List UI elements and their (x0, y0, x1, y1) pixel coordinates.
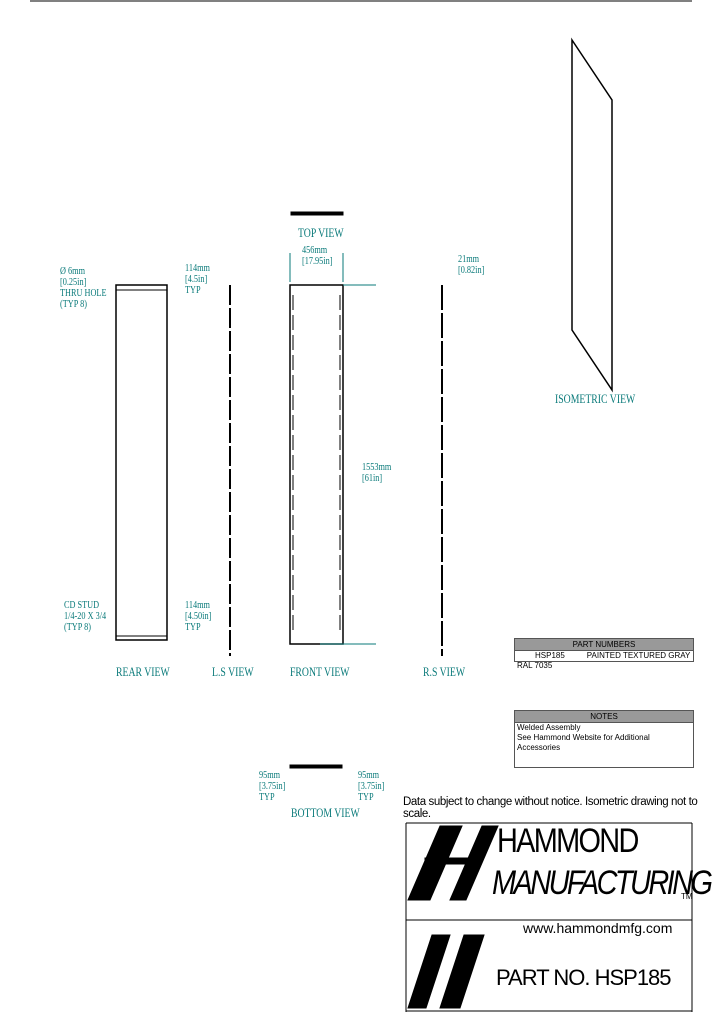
ls-view-label: L.S VIEW (212, 664, 254, 679)
part-number: PART NO. HSP185 (496, 965, 672, 990)
trademark: TM (681, 892, 693, 901)
ls-bottom-dimension: 114mm[4.50in]TYP (185, 599, 212, 633)
top-view-shape (290, 211, 344, 216)
bottom-right-dimension: 95mm[3.75in]TYP (358, 769, 385, 803)
hole-dimension: Ø 6mm[0.25in]THRU HOLE(TYP 8) (60, 265, 107, 310)
height-dimension: 1553mm[61in] (362, 461, 392, 484)
bottom-view-label: BOTTOM VIEW (291, 805, 360, 820)
rear-view-shape (115, 284, 168, 641)
isometric-view-shape (571, 37, 613, 393)
rs-view-label: R.S VIEW (423, 664, 466, 679)
bottom-view-shape (289, 764, 343, 769)
front-view-label: FRONT VIEW (290, 664, 350, 679)
bottom-left-dimension: 95mm[3.75in]TYP (259, 769, 286, 803)
front-view-shape (289, 284, 344, 645)
part-numbers-header: PART NUMBERS (515, 639, 693, 651)
isometric-view-label: ISOMETRIC VIEW (555, 391, 636, 406)
disclaimer: Data subject to change without notice. I… (403, 796, 698, 820)
company-name-line2: MANUFACTURING (492, 864, 713, 902)
ls-top-dimension: 114mm[4.5in]TYP (185, 262, 210, 296)
website: www.hammondmfg.com (523, 920, 673, 936)
rear-view-label: REAR VIEW (116, 664, 170, 679)
note-line: See Hammond Website for Additional Acces… (517, 733, 650, 752)
notes-header: NOTES (515, 711, 693, 723)
width-dimension: 456mm[17.95in] (302, 244, 333, 267)
rs-dimension: 21mm[0.82in] (458, 253, 485, 276)
notes-table: NOTES Welded Assembly See Hammond Websit… (514, 710, 694, 768)
company-name-line1: HAMMOND (497, 822, 639, 860)
logo-w (407, 934, 451, 1009)
note-line: Welded Assembly (517, 723, 581, 732)
top-view-label: TOP VIEW (298, 225, 344, 240)
